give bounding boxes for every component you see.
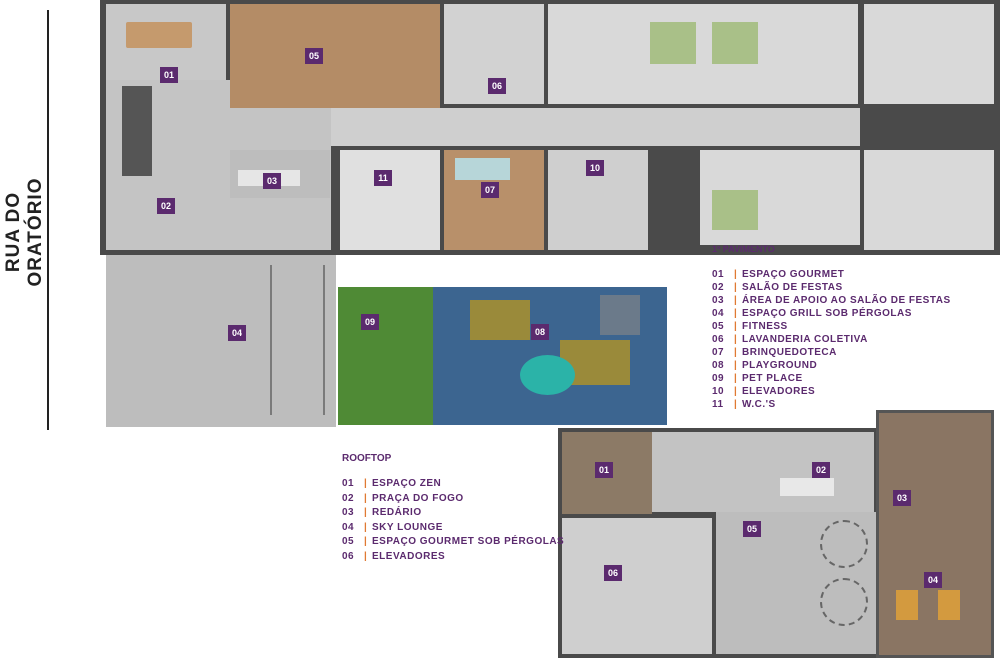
badge-07: 07	[481, 182, 499, 198]
pergola-round	[820, 578, 868, 626]
dining-table	[126, 22, 192, 48]
room-redario-sky-lounge	[876, 410, 994, 658]
badge-08: 08	[531, 324, 549, 340]
pergola-round	[820, 520, 868, 568]
badge-02: 02	[157, 198, 175, 214]
room-espaco-grill	[106, 255, 336, 427]
legend-item: 04|ESPAÇO GRILL SOB PÉRGOLAS	[712, 308, 912, 319]
play-structure	[520, 355, 575, 395]
badge-05: 05	[305, 48, 323, 64]
bed	[712, 22, 758, 64]
street-indicator: RUA DO ORATÓRIO	[0, 0, 50, 430]
badge-04: 04	[228, 325, 246, 341]
legend-item: 02|PRAÇA DO FOGO	[342, 492, 464, 504]
bed	[650, 22, 696, 64]
rooftop-badge-02: 02	[812, 462, 830, 478]
badge-06: 06	[488, 78, 506, 94]
street-label: RUA DO ORATÓRIO	[3, 177, 46, 287]
legend-item: 01|ESPAÇO ZEN	[342, 478, 442, 489]
legend-item: 03|REDÁRIO	[342, 507, 422, 518]
room-pet-place	[338, 287, 433, 425]
badge-01: 01	[160, 67, 178, 83]
rooftop-legend: 01|ESPAÇO ZEN 02|PRAÇA DO FOGO 03|REDÁRI…	[342, 477, 564, 564]
rooftop-badge-04: 04	[924, 572, 942, 588]
play-mat	[455, 158, 510, 180]
legend-item: 06|ELEVADORES	[342, 550, 446, 562]
room-fitness	[230, 4, 440, 108]
rooftop-badge-03: 03	[893, 490, 911, 506]
rooftop-title: ROOFTOP	[342, 453, 392, 464]
legend-item: 02|SALÃO DE FESTAS	[712, 282, 843, 293]
apartments-right-bottom	[864, 150, 994, 250]
bed	[712, 190, 758, 230]
legend-item: 05|ESPAÇO GOURMET SOB PÉRGOLAS	[342, 536, 565, 547]
legend-item: 05|FITNESS	[712, 321, 788, 332]
legend-item: 11|W.C.'S	[712, 399, 776, 410]
legend-item: 08|PLAYGROUND	[712, 360, 818, 371]
legend-item: 10|ELEVADORES	[712, 386, 816, 397]
legend-item: 03|ÁREA DE APOIO AO SALÃO DE FESTAS	[712, 295, 951, 306]
lounge-chair	[938, 590, 960, 620]
pergola	[270, 265, 325, 415]
street-line	[47, 10, 49, 430]
first-floor-legend: 01|ESPAÇO GOURMET 02|SALÃO DE FESTAS 03|…	[712, 268, 951, 411]
first-floor-title: 1º PAVIMENTO	[712, 244, 775, 254]
lounge-chair	[896, 590, 918, 620]
kitchen-counter	[122, 86, 152, 176]
legend-item: 06|LAVANDERIA COLETIVA	[712, 334, 868, 345]
rooftop-badge-06: 06	[604, 565, 622, 581]
apartments-top	[548, 4, 858, 104]
badge-03: 03	[263, 173, 281, 189]
badge-11: 11	[374, 170, 392, 186]
rooftop-badge-01: 01	[595, 462, 613, 478]
fire-table	[780, 478, 834, 496]
badge-09: 09	[361, 314, 379, 330]
room-wcs	[340, 150, 440, 250]
legend-item: 09|PET PLACE	[712, 373, 803, 384]
room-praca-do-fogo	[652, 432, 874, 512]
legend-item: 07|BRINQUEDOTECA	[712, 347, 837, 358]
floor-tile	[600, 295, 640, 335]
apartments-right-top	[864, 4, 994, 104]
rooftop-badge-05: 05	[743, 521, 761, 537]
room-elevadores-rooftop	[562, 518, 712, 654]
floor-tile	[470, 300, 530, 340]
legend-item: 04|SKY LOUNGE	[342, 521, 443, 533]
corridor	[230, 108, 860, 146]
legend-item: 01|ESPAÇO GOURMET	[712, 269, 845, 280]
badge-10: 10	[586, 160, 604, 176]
